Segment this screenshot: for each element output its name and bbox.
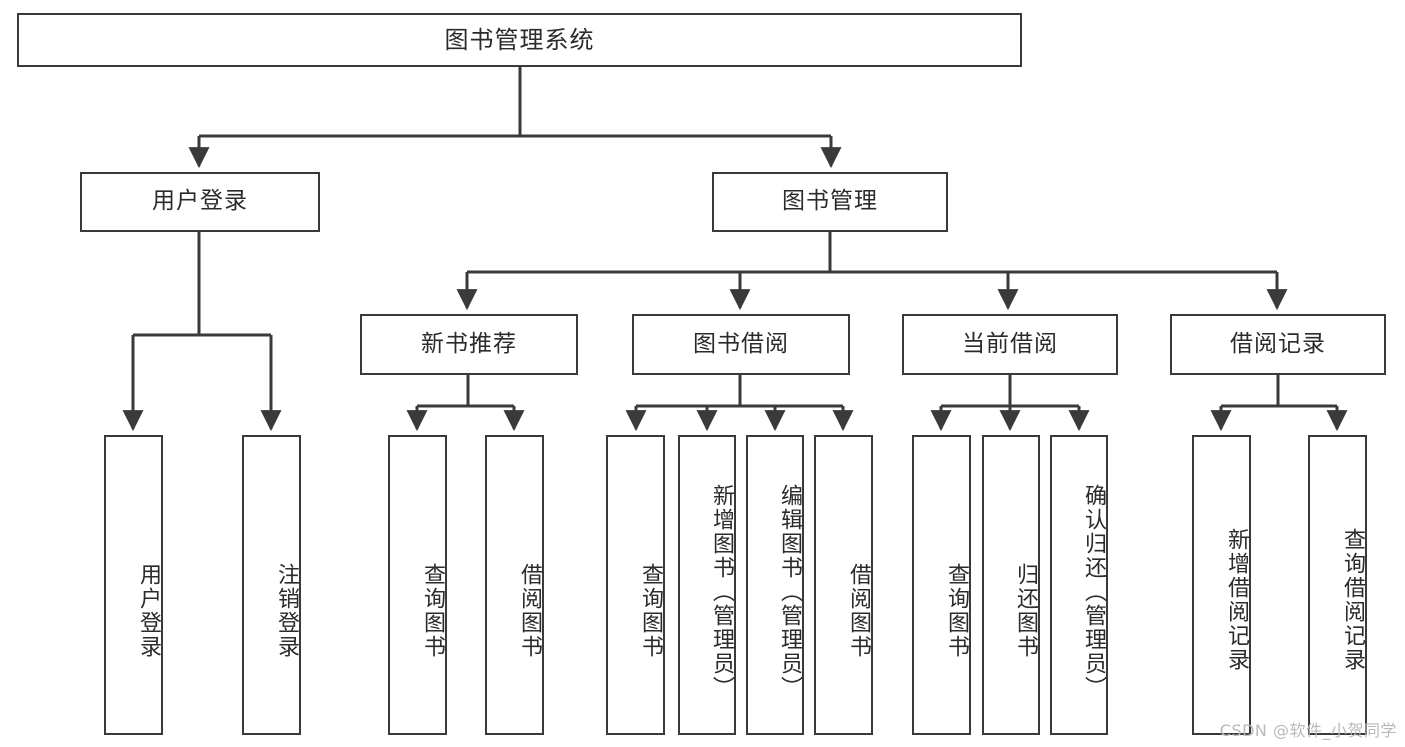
node-label: 借阅记录 <box>1230 330 1326 357</box>
node-label: 新增借阅记录 <box>1224 528 1249 672</box>
node-root-book-management-system[interactable]: 图书管理系统 <box>17 13 1022 67</box>
node-label: 新书推荐 <box>421 330 517 357</box>
node-label: 图书管理 <box>782 188 878 215</box>
node-book-borrow[interactable]: 图书借阅 <box>632 314 850 375</box>
node-label: 用户登录 <box>136 563 161 659</box>
node-borrow-record[interactable]: 借阅记录 <box>1170 314 1386 375</box>
node-leaf-add-borrow-record[interactable]: 新增借阅记录 <box>1192 435 1251 735</box>
node-label: 查询借阅记录 <box>1340 528 1365 672</box>
node-leaf-add-book-admin[interactable]: 新增图书（管理员） <box>678 435 736 735</box>
node-label: 用户登录 <box>152 188 248 215</box>
node-leaf-user-logout[interactable]: 注销登录 <box>242 435 301 735</box>
node-leaf-borrow-book[interactable]: 借阅图书 <box>814 435 873 735</box>
node-label: 图书管理系统 <box>444 25 595 54</box>
node-leaf-query-book-current[interactable]: 查询图书 <box>912 435 971 735</box>
node-label: 查询图书 <box>420 563 445 659</box>
node-label: 确认归还（管理员） <box>1081 484 1106 700</box>
node-new-book-recommend[interactable]: 新书推荐 <box>360 314 578 375</box>
node-leaf-query-book-new[interactable]: 查询图书 <box>388 435 447 735</box>
node-label: 编辑图书（管理员） <box>777 484 802 700</box>
node-label: 注销登录 <box>274 563 299 659</box>
node-leaf-user-login[interactable]: 用户登录 <box>104 435 163 735</box>
node-label: 图书借阅 <box>693 330 789 357</box>
node-label: 借阅图书 <box>517 563 542 659</box>
node-current-borrow[interactable]: 当前借阅 <box>902 314 1118 375</box>
csdn-watermark: CSDN @软件_小贺同学 <box>1219 721 1397 740</box>
node-label: 查询图书 <box>638 563 663 659</box>
node-leaf-edit-book-admin[interactable]: 编辑图书（管理员） <box>746 435 804 735</box>
node-leaf-return-book[interactable]: 归还图书 <box>982 435 1040 735</box>
node-label: 借阅图书 <box>846 563 871 659</box>
node-leaf-query-borrow-record[interactable]: 查询借阅记录 <box>1308 435 1367 735</box>
node-leaf-borrow-book-new[interactable]: 借阅图书 <box>485 435 544 735</box>
node-book-manage[interactable]: 图书管理 <box>712 172 948 232</box>
node-label: 当前借阅 <box>962 330 1058 357</box>
node-label: 新增图书（管理员） <box>709 484 734 700</box>
node-label: 查询图书 <box>944 563 969 659</box>
node-leaf-confirm-return-admin[interactable]: 确认归还（管理员） <box>1050 435 1108 735</box>
node-leaf-query-book-borrow[interactable]: 查询图书 <box>606 435 665 735</box>
node-label: 归还图书 <box>1013 563 1038 659</box>
node-user-login[interactable]: 用户登录 <box>80 172 320 232</box>
